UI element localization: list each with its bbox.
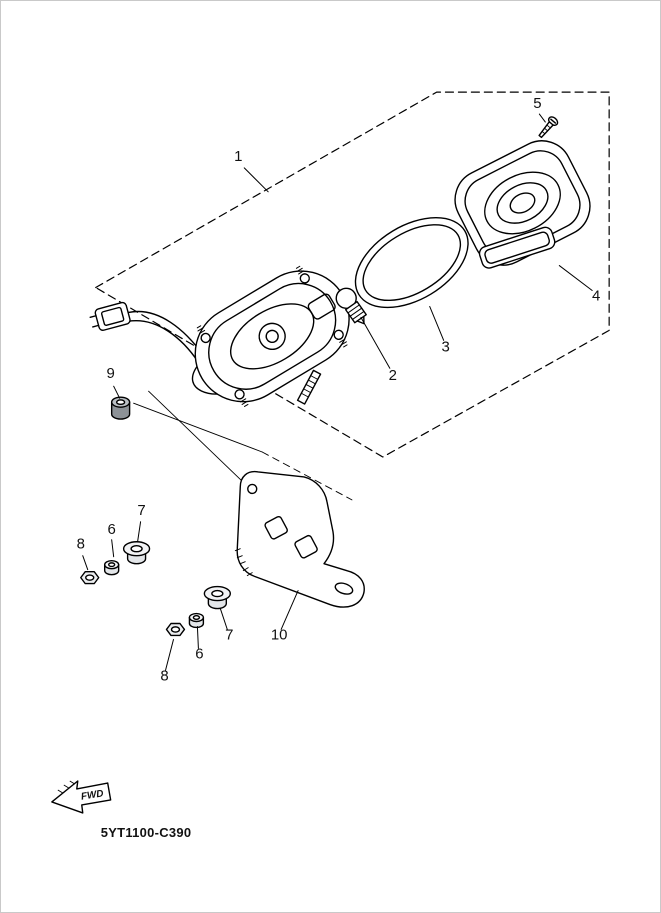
wire-connector [89, 301, 131, 331]
lens-housing-drawing [454, 140, 591, 269]
mounting-stud [296, 369, 322, 405]
flange-stud [295, 265, 310, 284]
assembly-boundary-dashed [95, 91, 610, 458]
callout-8-lower: 8 [160, 667, 168, 684]
callout-6-upper: 6 [108, 521, 116, 538]
callout-6-lower: 6 [195, 645, 203, 662]
gasket-drawing [354, 217, 469, 309]
callout-2: 2 [389, 367, 397, 384]
alignment-lines [133, 390, 353, 501]
callout-9: 9 [107, 365, 115, 382]
flange-stud [333, 329, 348, 348]
diagram-code: 5YT1100-C390 [101, 825, 192, 840]
washer-upper-drawing [103, 559, 120, 576]
callouts: 1 2 3 4 5 6 7 8 6 7 8 9 10 [77, 95, 601, 684]
mounting-bracket-drawing [234, 470, 365, 608]
nut-lower-drawing [165, 622, 186, 637]
fwd-arrow-icon: FWD [51, 780, 112, 814]
callout-leader-lines [82, 113, 593, 671]
callout-4: 4 [592, 287, 600, 304]
fwd-label: FWD [80, 788, 104, 802]
callout-5: 5 [533, 95, 541, 112]
grommet-lower-drawing [203, 585, 232, 610]
washer-lower-drawing [188, 612, 205, 629]
callout-7-upper: 7 [137, 502, 145, 519]
callout-8-upper: 8 [77, 536, 85, 553]
callout-3: 3 [441, 338, 449, 355]
lens-plate-drawing [478, 226, 556, 269]
screw-drawing [538, 116, 559, 139]
grommet-upper-drawing [122, 541, 151, 565]
nut-upper-drawing [80, 570, 100, 585]
spacer-collar-drawing [110, 396, 131, 420]
flange-stud [234, 389, 249, 407]
flange-stud [196, 325, 211, 344]
callout-1: 1 [234, 148, 242, 165]
callout-10: 10 [271, 626, 288, 643]
tail-light-body-drawing [194, 265, 350, 407]
callout-7-lower: 7 [225, 626, 233, 643]
